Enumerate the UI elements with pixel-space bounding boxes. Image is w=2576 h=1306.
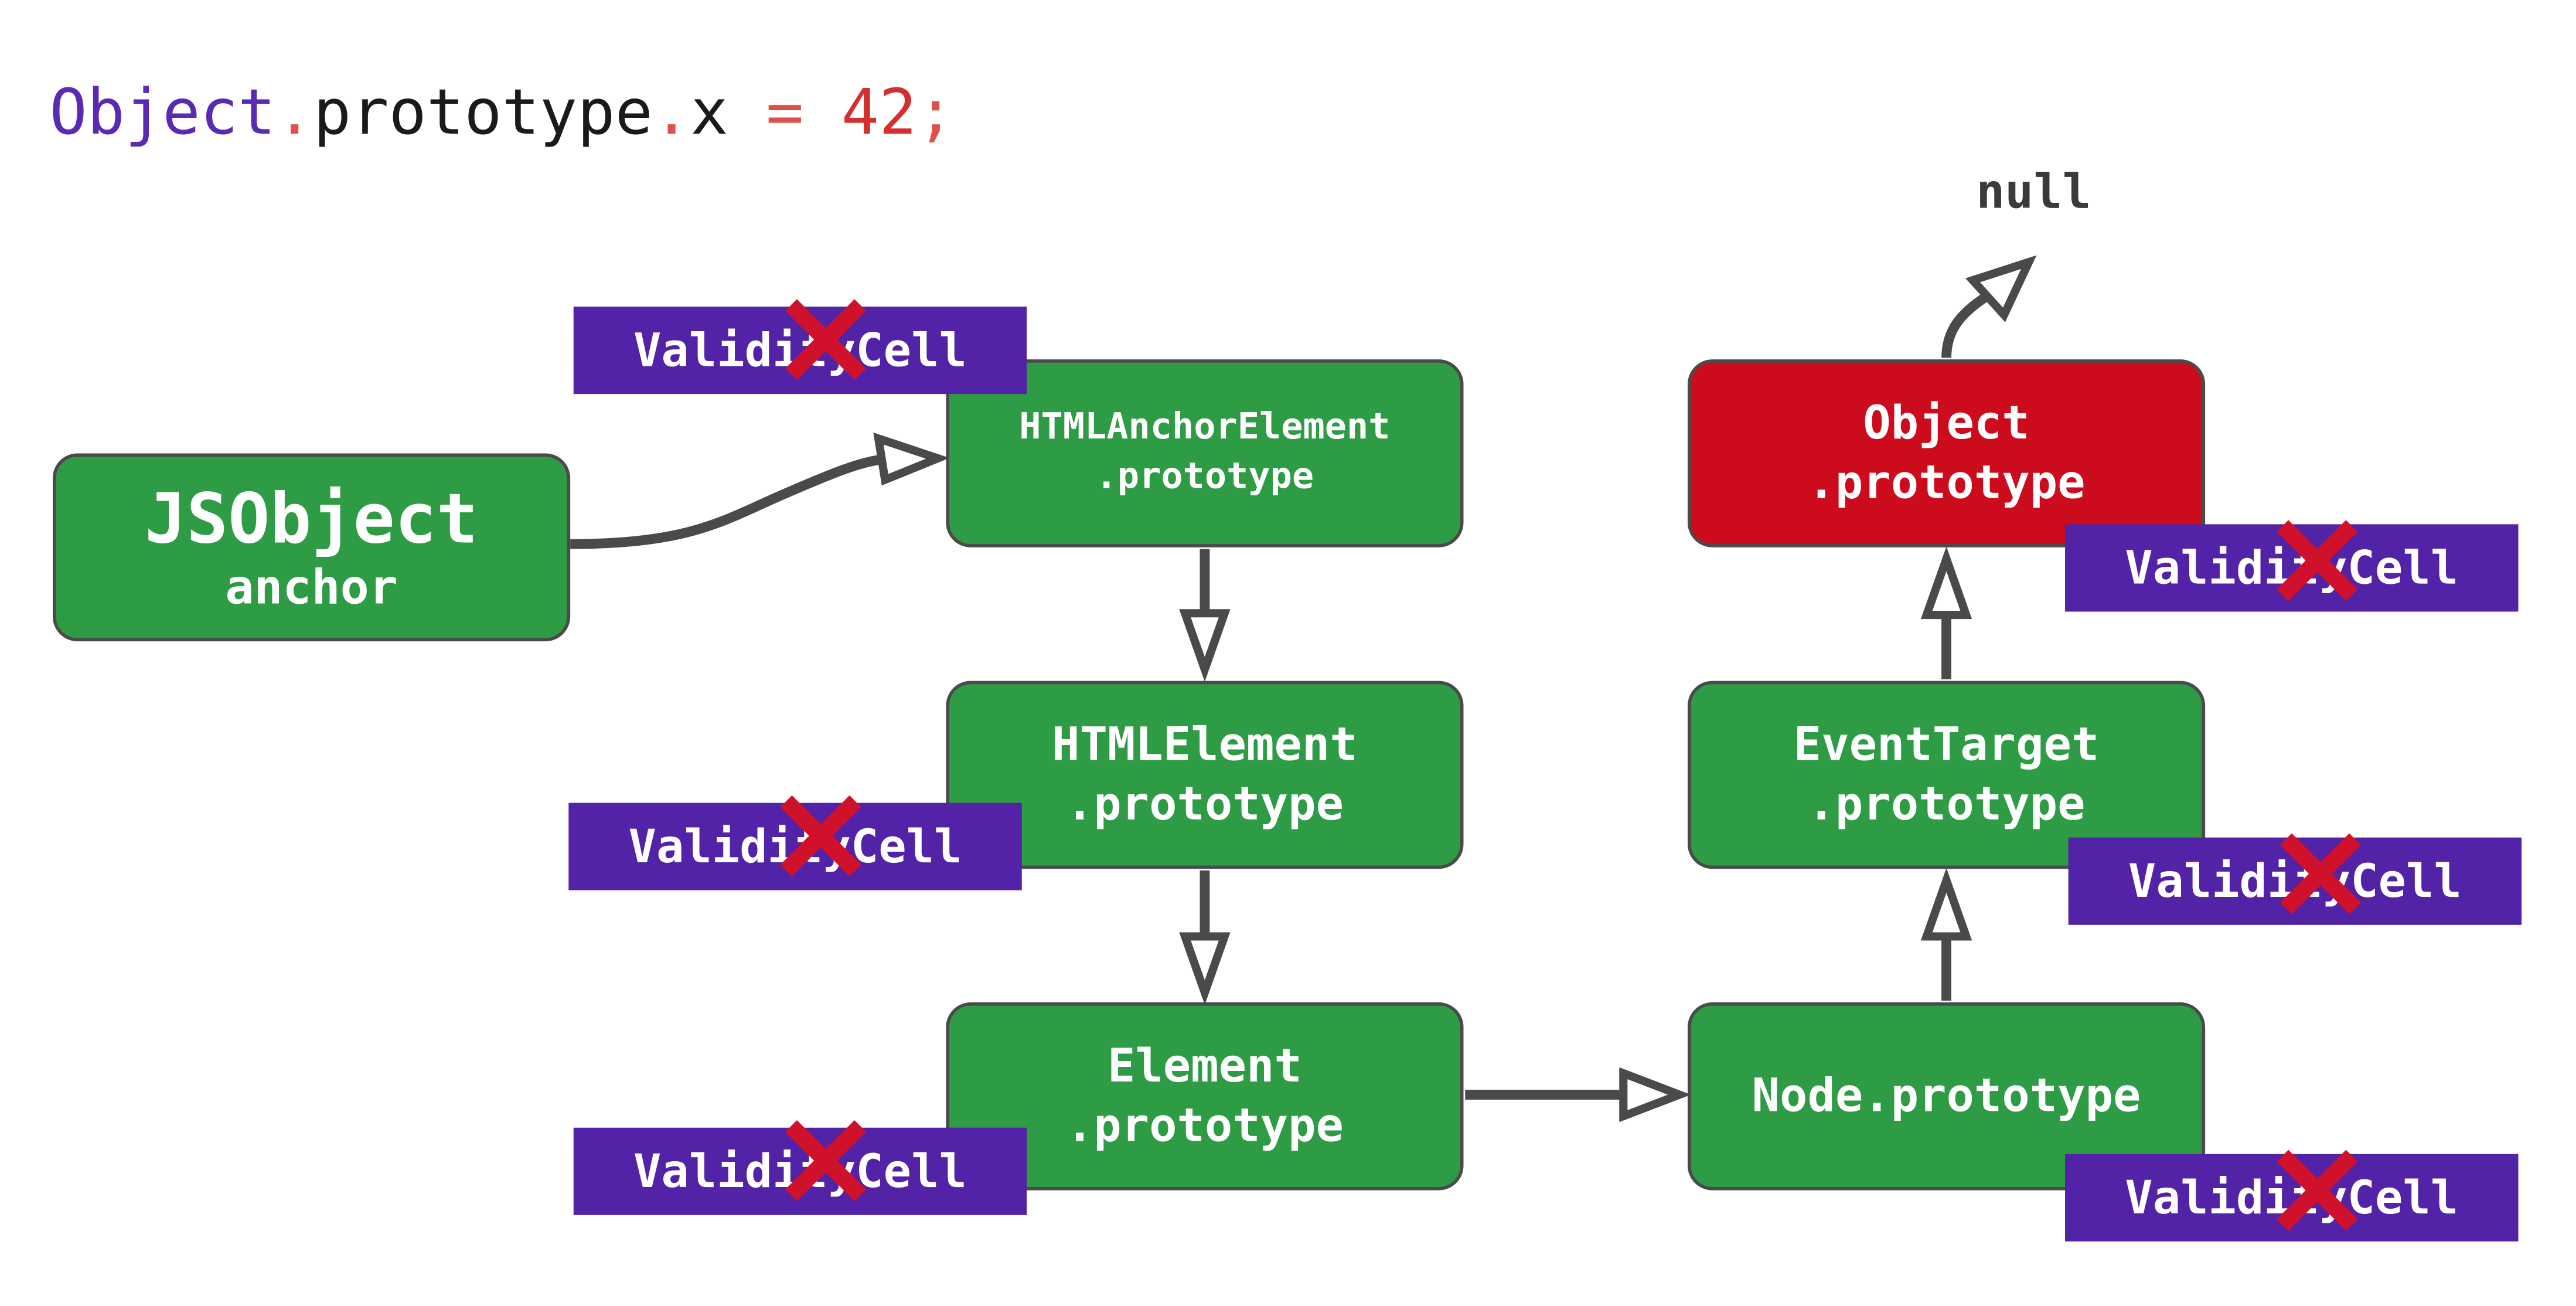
invalidated-x-icon [2277, 1149, 2358, 1231]
arrowhead [1179, 609, 1231, 682]
code-prototype: prototype [313, 76, 653, 149]
invalidated-x-icon [785, 299, 867, 380]
node-node-prototype: Node.prototype [1688, 1002, 2206, 1191]
code-semicolon: ; [916, 76, 955, 149]
code-property: x [690, 76, 728, 149]
invalidated-x-icon [780, 795, 861, 876]
node-jsobject: JSObject anchor [53, 453, 571, 642]
node-jsobject-title: JSObject [145, 478, 479, 559]
code-object: Object [49, 76, 276, 149]
node-jsobject-subtitle: anchor [225, 559, 398, 615]
node-label-line1: EventTarget [1793, 717, 2100, 772]
node-label-line1: Node.prototype [1752, 1068, 2141, 1123]
node-element-prototype: Element .prototype [946, 1002, 1464, 1191]
node-label-line2: .prototype [1807, 776, 2086, 831]
node-label-line2: .prototype [1065, 776, 1344, 831]
arrow-jsobject-to-htmlanchor [570, 455, 880, 549]
code-assign: = [728, 76, 841, 149]
arrowhead [1619, 1067, 1691, 1123]
arrowhead [1179, 932, 1231, 1005]
code-statement: Object.prototype.x = 42; [49, 73, 955, 152]
invalidated-x-icon [785, 1120, 867, 1202]
invalidated-x-icon [2279, 833, 2362, 914]
node-htmlelement-prototype: HTMLElement .prototype [946, 681, 1464, 869]
arrow-object-to-null [1941, 293, 1989, 358]
node-label-line1: Object [1863, 396, 2030, 450]
node-label-line2: .prototype [1095, 457, 1314, 498]
code-dot: . [652, 76, 691, 149]
null-label: null [1976, 163, 2091, 220]
invalidated-x-icon [2277, 520, 2358, 601]
node-object-prototype: Object .prototype [1688, 359, 2206, 547]
arrowhead [1920, 868, 1972, 941]
node-label-line1: HTMLElement [1052, 717, 1358, 772]
code-dot: . [275, 76, 314, 149]
node-label-line1: HTMLAnchorElement [1019, 407, 1391, 448]
node-label-line2: .prototype [1807, 455, 2086, 510]
validity-cell-element: ValidityCell [573, 1127, 1027, 1215]
node-htmlanchorelement-prototype: HTMLAnchorElement .prototype [946, 359, 1464, 547]
node-label-line2: .prototype [1065, 1098, 1344, 1152]
node-label-line1: Element [1107, 1038, 1302, 1093]
arrowhead [1965, 255, 2037, 322]
arrowhead [1920, 546, 1972, 620]
code-value: 42 [841, 76, 917, 149]
arrowhead [873, 432, 950, 486]
